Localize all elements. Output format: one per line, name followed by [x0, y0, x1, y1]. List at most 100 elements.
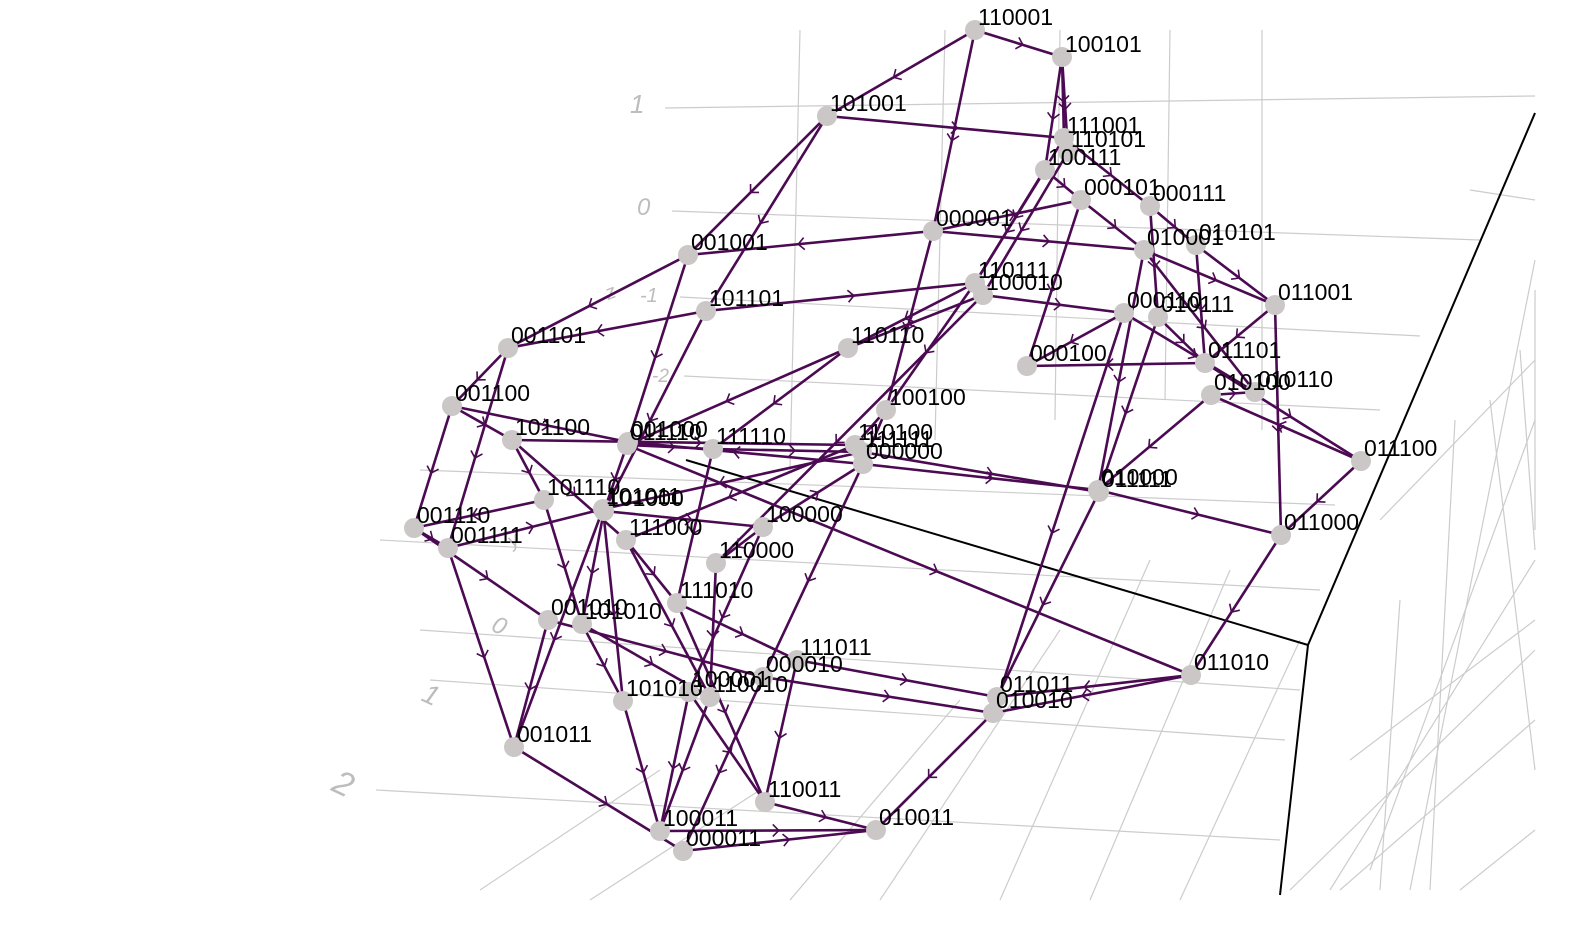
node-label: 111011: [800, 634, 872, 660]
edge-arrow: [1105, 357, 1114, 372]
graph-node: [594, 501, 614, 521]
node-label: 010111: [1161, 291, 1234, 317]
graph-node: [753, 517, 773, 537]
graph-edge: [761, 463, 865, 678]
graph-edge: [1026, 311, 1125, 368]
node-label: 010000: [1101, 464, 1178, 490]
graph-edge: [1097, 488, 1282, 537]
edge-arrow: [1046, 283, 1060, 293]
graph-edge: [1123, 311, 1256, 394]
node-label: 000010: [766, 651, 843, 677]
node-label: 100101: [1065, 31, 1142, 57]
gridline: [1054, 29, 1061, 421]
graph-edge: [507, 309, 707, 350]
graph-edge: [451, 404, 629, 444]
edge-arrow: [772, 823, 780, 838]
graph-node: [787, 650, 807, 670]
graph-node: [1134, 240, 1154, 260]
graph-node: [973, 285, 993, 305]
edge-arrow: [1196, 319, 1207, 329]
graph-edge: [511, 439, 627, 541]
gridline: [683, 375, 1381, 411]
gridline: [789, 699, 961, 901]
graph-node: [1052, 47, 1072, 67]
graph-node: [965, 20, 985, 40]
z-axis-tick-label: -1: [640, 285, 658, 307]
edge-arrow: [471, 507, 481, 521]
graph-node: [1071, 190, 1091, 210]
node-label: 011001: [1278, 279, 1353, 305]
edge-arrow: [1053, 297, 1062, 311]
edge-arrow: [586, 565, 600, 575]
graph-node: [538, 610, 558, 630]
edge-arrow: [595, 323, 605, 337]
graph-edge: [995, 491, 1101, 698]
graph-node: [703, 439, 723, 459]
graph-edge: [712, 346, 849, 451]
gridline: [1459, 829, 1536, 891]
gridline: [379, 539, 1321, 591]
node-label: 100001: [692, 666, 769, 692]
graph-edge: [1097, 316, 1160, 493]
graph-edge: [705, 281, 976, 313]
graph-edge: [1063, 136, 1151, 208]
edge-arrow: [927, 768, 938, 779]
graph-edge: [826, 114, 1065, 140]
edge-arrow: [1187, 348, 1198, 360]
edge-arrow: [774, 730, 787, 740]
node-label: 001110: [417, 502, 490, 528]
gridline: [789, 29, 801, 471]
edge-arrow: [524, 682, 538, 691]
graph-edge: [626, 254, 690, 443]
edge-arrow: [678, 762, 691, 772]
edge-arrow: [1069, 333, 1080, 346]
gridline: [429, 679, 1286, 741]
graph-edge: [1194, 244, 1207, 364]
gridline: [1164, 29, 1171, 401]
graph-node: [1058, 142, 1078, 162]
gridline: [1289, 649, 1536, 891]
edge-arrow: [1006, 208, 1016, 222]
edge-arrow: [950, 121, 959, 135]
edge-arrow: [1003, 223, 1015, 234]
gridline: [419, 469, 1336, 506]
gridline: [671, 210, 1481, 241]
node-label: 011100: [1364, 435, 1437, 461]
edge-arrow: [846, 289, 856, 303]
edge-arrow: [566, 486, 576, 497]
edge-arrow: [734, 626, 745, 638]
edge-arrow: [1207, 272, 1218, 285]
graph-edge: [974, 28, 1063, 59]
graph-edge: [451, 347, 509, 407]
graph-edge: [624, 539, 679, 604]
edge-arrow: [635, 764, 649, 774]
edge-arrow: [587, 297, 598, 310]
edge-arrow: [606, 607, 620, 616]
edge-arrow: [1147, 260, 1161, 269]
z-axis-tick-label: -2: [652, 366, 669, 387]
graph-node: [1265, 295, 1285, 315]
edge-arrow: [835, 433, 845, 444]
node-label: 101000: [607, 485, 684, 511]
edge-arrow: [757, 214, 769, 225]
edge-arrow: [610, 471, 623, 482]
graph-node: [1035, 160, 1055, 180]
edge-arrow: [732, 445, 741, 459]
node-label: 101010: [626, 675, 703, 701]
node-label: 000000: [866, 438, 943, 464]
graph-node: [1201, 385, 1221, 405]
graph-node: [696, 301, 716, 321]
graph-edge: [704, 115, 829, 312]
graph-edge: [762, 675, 994, 715]
graph-edge: [659, 828, 877, 833]
node-label: 001010: [551, 594, 628, 620]
edge-arrow: [549, 631, 563, 641]
node-label: 010101: [1199, 219, 1276, 245]
edge-arrow: [1042, 234, 1051, 248]
edge-arrow: [725, 393, 735, 406]
edge-arrow: [646, 412, 659, 423]
gridline: [1349, 619, 1536, 761]
graph-edge: [510, 439, 546, 501]
edge-arrow: [1046, 111, 1060, 121]
edge-arrow: [1039, 596, 1052, 606]
